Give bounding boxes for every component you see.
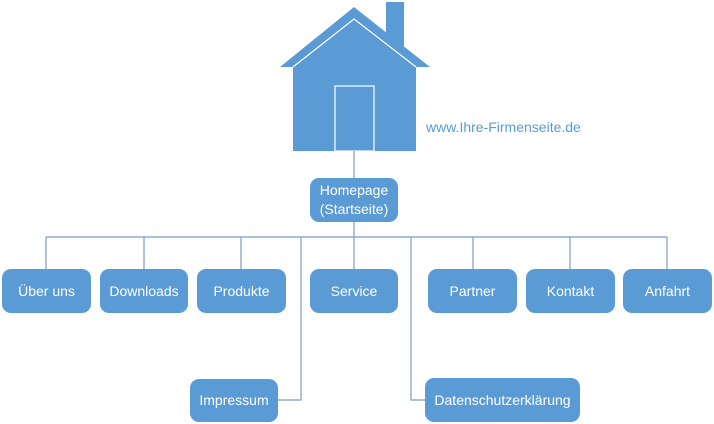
connector-impressum [278,237,302,401]
node-datenschutzerklaerung: Datenschutzerklärung [425,378,580,422]
node-impressum: Impressum [190,379,278,422]
homepage-sublabel: (Startseite) [319,201,389,217]
node-partner: Partner [428,269,517,313]
node-downloads: Downloads [100,269,188,313]
connector-datenschutz [410,237,425,401]
node-service: Service [310,269,398,313]
connectors [45,151,668,401]
node-produkte: Produkte [197,269,286,313]
homepage-label: Homepage [319,182,389,198]
node-kontakt: Kontakt [526,269,615,313]
node-ueber-uns: Über uns [2,269,91,313]
door [334,85,375,152]
roof [280,7,430,67]
roof-line [292,18,417,68]
chimney [386,2,404,46]
website-url: www.Ihre-Firmenseite.de [426,119,581,135]
node-homepage: Homepage (Startseite) [310,178,398,222]
house-icon [280,2,430,152]
node-anfahrt: Anfahrt [623,269,712,313]
